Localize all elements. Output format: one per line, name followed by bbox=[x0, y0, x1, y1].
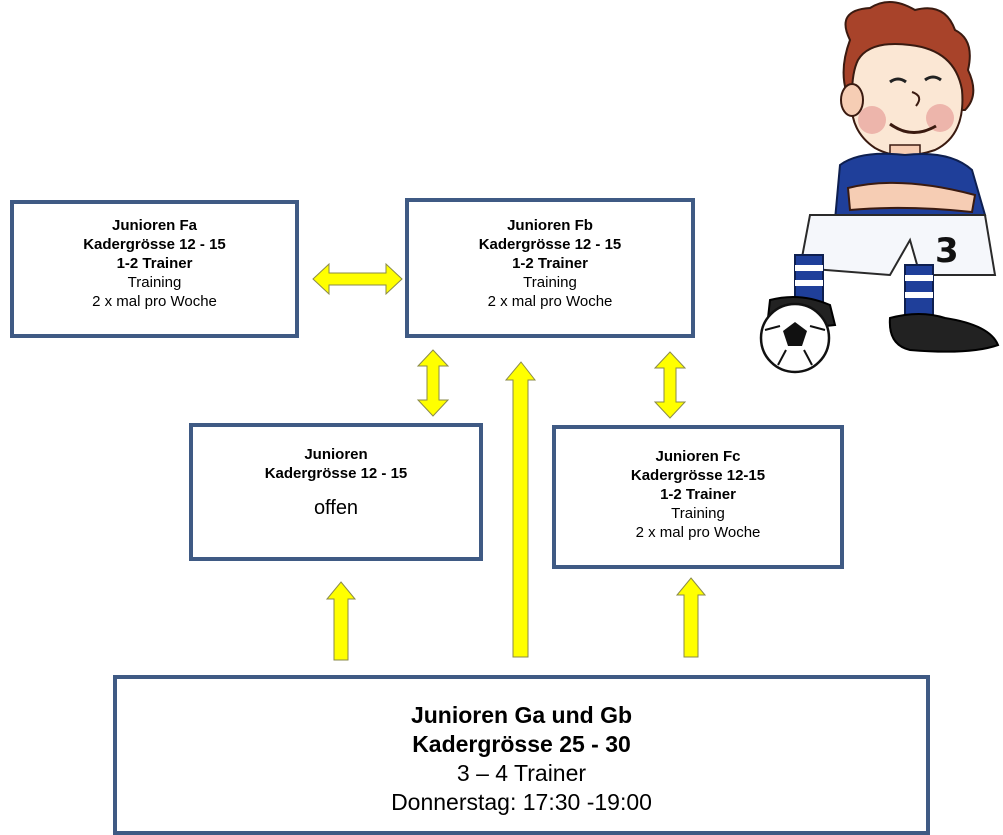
training-label: Training bbox=[127, 274, 182, 291]
double-arrow-fb-junioren bbox=[416, 349, 450, 417]
trainer-count: 1-2 Trainer bbox=[512, 255, 588, 272]
squad-size: Kadergrösse 12 - 15 bbox=[478, 236, 622, 253]
team-title: Junioren Fa bbox=[111, 217, 197, 234]
team-title: Junioren Fc bbox=[655, 448, 741, 465]
squad-size: Kadergrösse 12 - 15 bbox=[83, 236, 226, 253]
trainer-count: 1-2 Trainer bbox=[660, 486, 736, 503]
team-box-fa: Junioren Fa Kadergrösse 12 - 15 1-2 Trai… bbox=[10, 200, 299, 338]
svg-text:3: 3 bbox=[935, 231, 959, 271]
team-box-fc: Junioren Fc Kadergrösse 12-15 1-2 Traine… bbox=[552, 425, 844, 569]
double-arrow-fb-fc bbox=[653, 351, 687, 419]
training-frequency: 2 x mal pro Woche bbox=[487, 293, 613, 310]
training-frequency: 2 x mal pro Woche bbox=[635, 524, 761, 541]
team-box-g: Junioren Ga und Gb Kadergrösse 25 - 30 3… bbox=[113, 675, 930, 835]
team-title: Junioren Fb bbox=[507, 217, 593, 234]
mascot-boy-football-illustration: 3 bbox=[759, 1, 1000, 374]
team-title: Junioren Ga und Gb bbox=[410, 702, 633, 728]
training-schedule: Donnerstag: 17:30 -19:00 bbox=[391, 789, 652, 815]
training-label: Training bbox=[523, 274, 577, 291]
squad-size: Kadergrösse 25 - 30 bbox=[412, 731, 631, 757]
team-box-fb: Junioren Fb Kadergrösse 12 - 15 1-2 Trai… bbox=[405, 198, 695, 338]
team-title: Junioren bbox=[304, 446, 368, 463]
trainer-count: 3 – 4 Trainer bbox=[456, 760, 587, 786]
squad-size: Kadergrösse 12-15 bbox=[630, 467, 766, 484]
double-arrow-fa-fb bbox=[312, 262, 403, 296]
status-text: offen bbox=[313, 497, 359, 519]
training-frequency: 2 x mal pro Woche bbox=[92, 293, 217, 310]
squad-size: Kadergrösse 12 - 15 bbox=[264, 465, 408, 482]
up-arrow-g-junioren bbox=[325, 581, 357, 661]
trainer-count: 1-2 Trainer bbox=[116, 255, 193, 272]
up-arrow-g-fb bbox=[504, 361, 537, 658]
training-label: Training bbox=[671, 505, 725, 522]
up-arrow-g-fc bbox=[675, 577, 707, 658]
team-box-junioren-open: Junioren Kadergrösse 12 - 15 offen bbox=[189, 423, 483, 561]
